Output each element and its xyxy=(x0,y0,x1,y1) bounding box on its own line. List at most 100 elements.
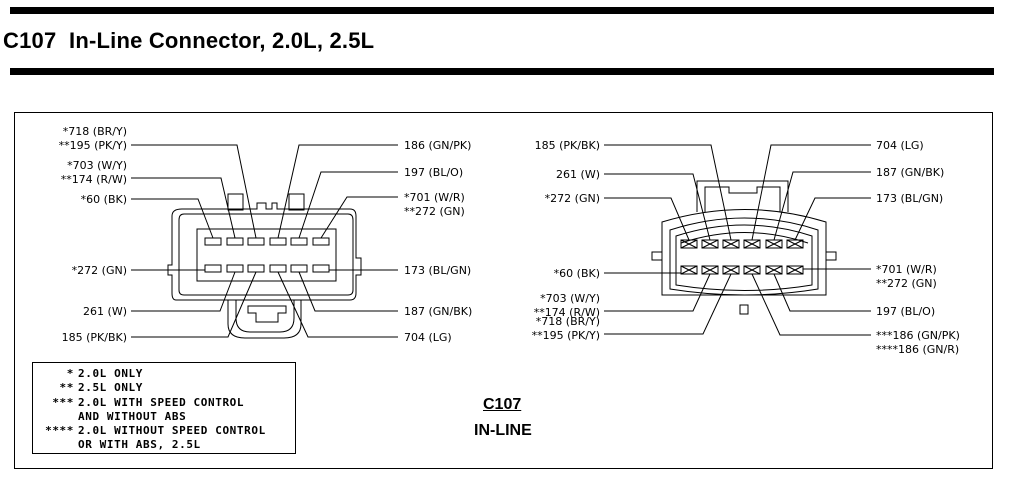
note-row: ***2.0L WITH SPEED CONTROL xyxy=(52,396,245,409)
terminal-cavity xyxy=(312,264,330,273)
wire-label-right-view: 187 (GN/BK) xyxy=(876,166,944,179)
header-rule-top xyxy=(10,7,994,14)
left-top-tab xyxy=(227,193,244,211)
left-connector-body xyxy=(167,193,362,339)
wire-label-right-view: *60 (BK) xyxy=(554,267,600,280)
left-shell-outer xyxy=(167,202,362,301)
terminal-cavity xyxy=(743,265,761,275)
leader-line xyxy=(604,273,732,335)
wire-label-left-view: 187 (GN/BK) xyxy=(404,305,472,318)
terminal-cavity xyxy=(722,239,740,249)
connector-id-caption: C107 xyxy=(483,396,522,413)
leader-lines xyxy=(131,144,871,338)
terminal-cavity xyxy=(269,237,287,246)
terminal-cavity xyxy=(312,237,330,246)
terminal-cavity xyxy=(204,264,222,273)
wire-label-left-view: 173 (BL/GN) xyxy=(404,264,471,277)
terminal-cavity xyxy=(269,264,287,273)
leader-line xyxy=(604,273,711,312)
terminal-cavity xyxy=(290,264,308,273)
wire-label-left-view: *703 (W/Y) xyxy=(67,159,127,172)
wire-label-right-view: *272 (GN) xyxy=(545,192,600,205)
notes-legend: *2.0L ONLY **2.5L ONLY ***2.0L WITH SPEE… xyxy=(32,362,296,454)
left-pins xyxy=(204,237,330,273)
terminal-cavity xyxy=(204,237,222,246)
terminal-cavity xyxy=(743,239,761,249)
leader-line xyxy=(131,144,257,239)
connector-type-caption: IN-LINE xyxy=(474,422,532,439)
wire-label-left-view: 186 (GN/PK) xyxy=(404,139,471,152)
terminal-cavity xyxy=(226,237,244,246)
wire-label-left-view: **272 (GN) xyxy=(404,205,465,218)
terminal-cavity xyxy=(786,265,804,275)
wire-label-left-view: **174 (R/W) xyxy=(61,173,127,186)
terminal-cavity xyxy=(701,265,719,275)
leader-line xyxy=(773,273,871,312)
right-shell-inner xyxy=(675,224,813,291)
leader-line xyxy=(131,198,214,239)
leader-line xyxy=(298,171,398,239)
wire-label-right-view: 197 (BL/O) xyxy=(876,305,935,318)
leader-line xyxy=(131,271,236,312)
note-row: OR WITH ABS, 2.5L xyxy=(78,438,201,451)
wire-label-right-view: 185 (PK/BK) xyxy=(535,139,600,152)
terminal-cavity xyxy=(680,239,698,249)
right-pins xyxy=(680,239,804,275)
note-row: *2.0L ONLY xyxy=(66,367,144,380)
leader-line xyxy=(131,271,257,338)
terminal-cavity xyxy=(765,239,783,249)
leader-line xyxy=(794,197,871,241)
left-top-tab xyxy=(288,193,305,211)
terminal-cavity xyxy=(247,264,265,273)
right-top-tab-inner xyxy=(704,186,781,212)
wire-label-right-view: 173 (BL/GN) xyxy=(876,192,943,205)
wire-label-right-view: *718 (BR/Y) xyxy=(536,315,600,328)
header-rule-bottom xyxy=(10,68,994,75)
terminal-cavity xyxy=(247,237,265,246)
terminal-cavity xyxy=(786,239,804,249)
left-latch-outer xyxy=(227,300,302,339)
page-title: C107 In-Line Connector, 2.0L, 2.5L xyxy=(3,28,375,53)
wire-label-left-view: 704 (LG) xyxy=(404,331,452,344)
note-row: ****2.0L WITHOUT SPEED CONTROL xyxy=(45,424,266,437)
wire-label-right-view: 261 (W) xyxy=(556,168,600,181)
right-connector-body xyxy=(651,180,837,315)
terminal-cavity xyxy=(290,237,308,246)
wire-labels: *718 (BR/Y)**195 (PK/Y)*703 (W/Y)**174 (… xyxy=(59,125,960,356)
terminal-cavity xyxy=(765,265,783,275)
leader-line xyxy=(604,197,690,241)
leader-line xyxy=(277,271,398,338)
leader-line xyxy=(751,144,871,241)
terminal-cavity xyxy=(226,264,244,273)
leader-line xyxy=(604,144,732,241)
wire-label-left-view: **195 (PK/Y) xyxy=(59,139,127,152)
wire-label-left-view: *701 (W/R) xyxy=(404,191,465,204)
wire-label-right-view: ****186 (GN/R) xyxy=(876,343,959,356)
wire-label-right-view: 704 (LG) xyxy=(876,139,924,152)
right-shell-outer xyxy=(661,209,827,296)
wire-label-left-view: *60 (BK) xyxy=(81,193,127,206)
leader-line xyxy=(604,173,711,241)
right-top-tab xyxy=(696,180,789,212)
leader-line xyxy=(320,196,398,239)
wire-label-right-view: **272 (GN) xyxy=(876,277,937,290)
wire-label-right-view: ***186 (GN/PK) xyxy=(876,329,960,342)
left-latch-key xyxy=(247,305,287,323)
right-side-tab xyxy=(651,251,663,261)
terminal-cavity xyxy=(680,265,698,275)
wire-label-left-view: 185 (PK/BK) xyxy=(62,331,127,344)
note-row: **2.5L ONLY xyxy=(59,381,144,394)
note-row: AND WITHOUT ABS xyxy=(78,410,187,423)
wire-label-right-view: *701 (W/R) xyxy=(876,263,937,276)
left-terminal-block xyxy=(196,228,337,282)
wire-label-left-view: 197 (BL/O) xyxy=(404,166,463,179)
right-side-tab xyxy=(825,251,837,261)
terminal-cavity xyxy=(701,239,719,249)
wire-label-right-view: **195 (PK/Y) xyxy=(532,329,600,342)
left-latch-inner xyxy=(235,300,295,333)
wire-label-left-view: 261 (W) xyxy=(83,305,127,318)
leader-line xyxy=(298,271,398,312)
right-bottom-tab xyxy=(739,304,749,315)
right-shell-ridge xyxy=(680,232,809,244)
